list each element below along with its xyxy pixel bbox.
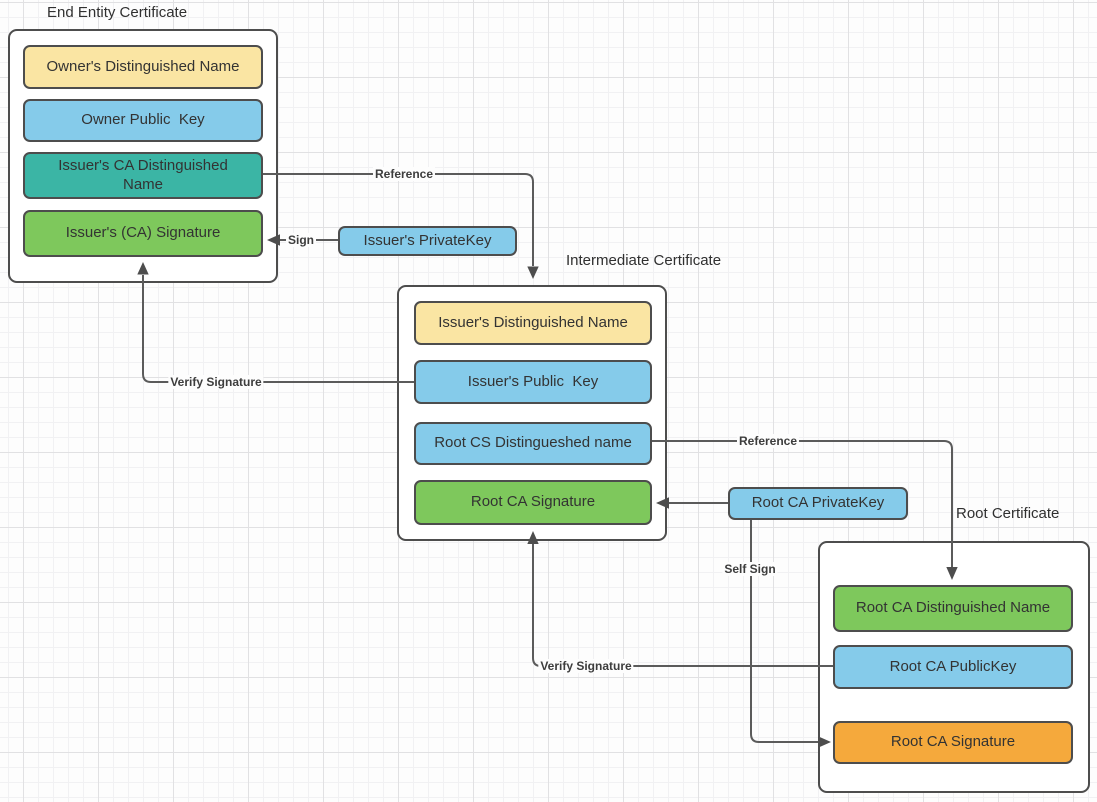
field-issuers-distinguished-name: Issuer's Distinguished Name: [414, 301, 652, 345]
field-root-ca-signature-root: Root CA Signature: [833, 721, 1073, 764]
edge-label-reference-root: Reference: [736, 434, 800, 448]
connector-verify-signature-root-to-intermediate: [527, 531, 833, 667]
issuers-private-key-box: Issuer's PrivateKey: [338, 226, 517, 256]
field-root-cs-distingueshed-name: Root CS Distingueshed name: [414, 422, 652, 465]
field-owners-distinguished-name: Owner's Distinguished Name: [23, 45, 263, 89]
edge-label-reference-end: Reference: [372, 167, 436, 181]
root-ca-private-key-box: Root CA PrivateKey: [728, 487, 908, 520]
intermediate-certificate-title: Intermediate Certificate: [566, 252, 722, 269]
field-root-ca-publickey: Root CA PublicKey: [833, 645, 1073, 689]
field-issuers-public-key: Issuer's Public Key: [414, 360, 652, 404]
field-owner-public-key: Owner Public Key: [23, 99, 263, 142]
field-root-ca-signature-intermediate: Root CA Signature: [414, 480, 652, 525]
field-root-ca-distinguished-name: Root CA Distinguished Name: [833, 585, 1073, 632]
edge-label-sign: Sign: [286, 233, 316, 247]
edge-label-verify-signature-end: Verify Signature: [168, 375, 264, 389]
field-issuers-ca-signature: Issuer's (CA) Signature: [23, 210, 263, 257]
field-issuers-ca-distinguished-name: Issuer's CA Distinguished Name: [23, 152, 263, 199]
edge-label-self-sign: Self Sign: [722, 562, 778, 576]
root-certificate-title: Root Certificate: [956, 505, 1060, 522]
edge-label-verify-signature-root: Verify Signature: [538, 659, 634, 673]
end-entity-certificate-title: End Entity Certificate: [47, 4, 188, 21]
